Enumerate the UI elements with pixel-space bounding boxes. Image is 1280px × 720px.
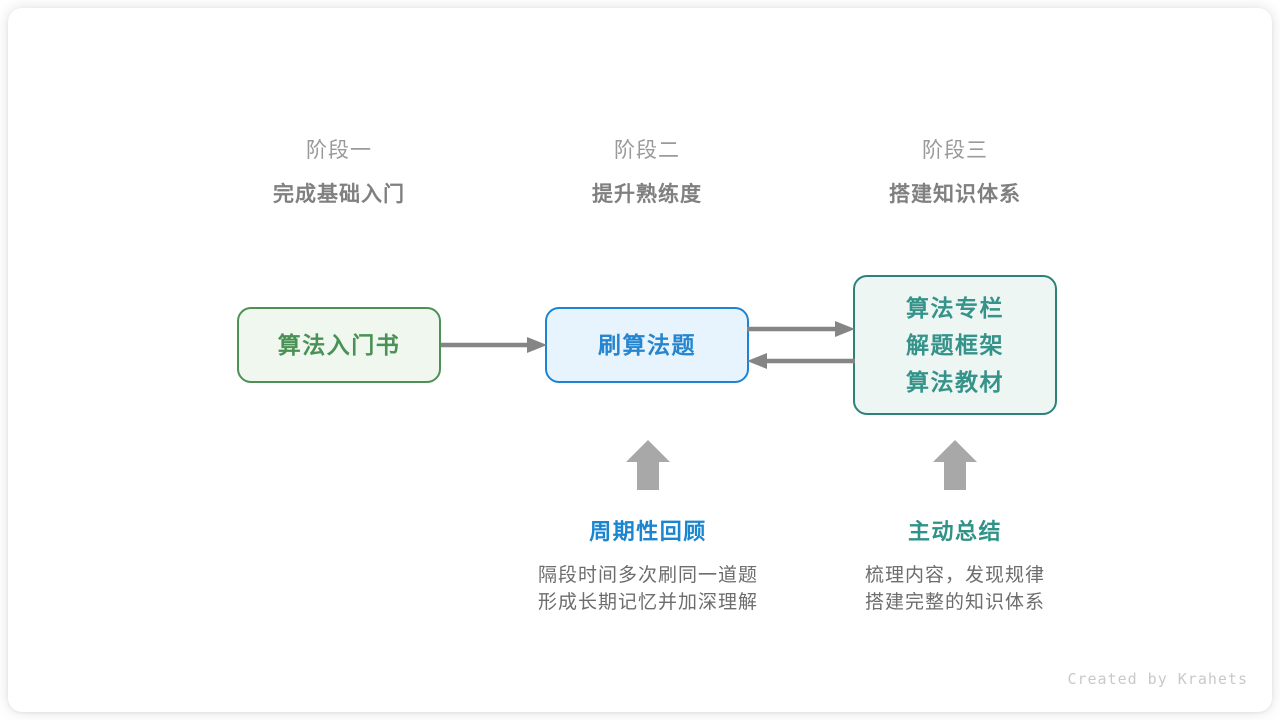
stage-title-label: 搭建知识体系 (889, 183, 1021, 206)
stage-header-1: 阶段一 完成基础入门 (209, 136, 469, 211)
node-knowledge-resources: 算法专栏 解题框架 算法教材 (853, 275, 1057, 415)
node-text-line: 解题框架 (906, 331, 1004, 358)
note-desc-line: 梳理内容，发现规律 (864, 565, 1045, 586)
stage-index-label: 阶段一 (306, 139, 372, 162)
stage-index-label: 阶段三 (922, 139, 988, 162)
note-periodic-review: 周期性回顾 隔段时间多次刷同一道题 形成长期记忆并加深理解 (498, 516, 798, 616)
arrow-up-icon-summary (933, 440, 977, 490)
node-text-line: 算法教材 (906, 368, 1004, 395)
note-title: 周期性回顾 (589, 519, 707, 544)
node-text-line: 算法专栏 (906, 294, 1004, 321)
note-title: 主动总结 (907, 519, 1002, 544)
node-text-line: 算法入门书 (277, 331, 401, 358)
diagram-card: 阶段一 完成基础入门 阶段二 提升熟练度 阶段三 搭建知识体系 算法入门书 刷算… (8, 8, 1272, 712)
note-active-summary: 主动总结 梳理内容，发现规律 搭建完整的知识体系 (805, 516, 1105, 616)
stage-header-3: 阶段三 搭建知识体系 (825, 136, 1085, 211)
node-algorithm-intro-book: 算法入门书 (237, 307, 441, 383)
arrow-right-icon-book-to-practice (441, 337, 547, 353)
stage-header-2: 阶段二 提升熟练度 (517, 136, 777, 211)
node-text-line: 刷算法题 (598, 331, 696, 358)
credit-label: Created by Krahets (1067, 670, 1248, 688)
note-desc-line: 搭建完整的知识体系 (864, 592, 1045, 613)
stage-title-label: 完成基础入门 (273, 183, 405, 206)
note-desc-line: 形成长期记忆并加深理解 (537, 592, 758, 613)
arrow-up-icon-review (626, 440, 670, 490)
arrow-left-icon-knowledge-to-practice (747, 353, 855, 369)
arrow-right-icon-practice-to-knowledge (747, 321, 855, 337)
stage-index-label: 阶段二 (614, 139, 680, 162)
note-desc-line: 隔段时间多次刷同一道题 (537, 565, 758, 586)
stage-title-label: 提升熟练度 (592, 183, 702, 206)
node-practice-problems: 刷算法题 (545, 307, 749, 383)
